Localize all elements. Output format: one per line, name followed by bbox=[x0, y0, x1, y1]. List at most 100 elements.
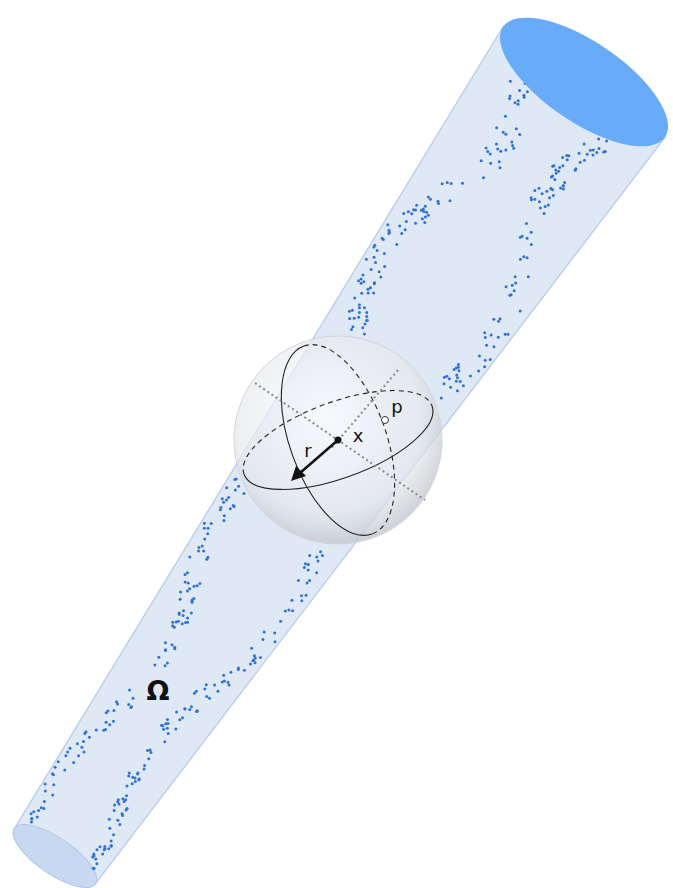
surface-dot bbox=[357, 279, 360, 282]
surface-dot bbox=[526, 256, 529, 259]
surface-dot bbox=[404, 228, 407, 231]
surface-dot bbox=[319, 550, 322, 553]
surface-dot bbox=[502, 131, 505, 134]
surface-dot bbox=[358, 306, 361, 309]
surface-dot bbox=[561, 156, 564, 159]
surface-dot bbox=[469, 374, 472, 377]
surface-dot bbox=[499, 317, 502, 320]
surface-dot bbox=[383, 252, 386, 255]
surface-dot bbox=[203, 522, 206, 525]
surface-dot bbox=[102, 729, 105, 732]
radius-arrow bbox=[300, 440, 338, 473]
surface-dot bbox=[143, 764, 146, 767]
surface-dot bbox=[510, 141, 513, 144]
surface-dot bbox=[445, 375, 448, 378]
surface-dot bbox=[191, 599, 194, 602]
surface-dot bbox=[372, 292, 375, 295]
surface-dot bbox=[171, 621, 174, 624]
surface-dot bbox=[307, 563, 310, 566]
surface-dot bbox=[510, 293, 513, 296]
surface-dot bbox=[499, 150, 502, 153]
surface-dot bbox=[113, 803, 116, 806]
surface-dot bbox=[351, 325, 354, 328]
surface-dot bbox=[605, 140, 608, 143]
surface-dot bbox=[118, 802, 121, 805]
surface-dot bbox=[30, 817, 33, 820]
surface-dot bbox=[448, 199, 451, 202]
sphere-meridian bbox=[281, 346, 372, 535]
surface-dot bbox=[395, 243, 398, 246]
surface-dot bbox=[405, 220, 408, 223]
surface-dot bbox=[410, 212, 413, 215]
surface-dot bbox=[369, 286, 372, 289]
surface-dot bbox=[147, 757, 150, 760]
surface-dot bbox=[112, 709, 115, 712]
surface-dot bbox=[223, 514, 226, 517]
surface-dot bbox=[351, 309, 354, 312]
surface-dot bbox=[170, 643, 173, 646]
surface-dot bbox=[229, 507, 232, 510]
surface-dot bbox=[166, 727, 169, 730]
surface-dot bbox=[485, 147, 488, 150]
surface-dot bbox=[353, 317, 356, 320]
surface-dot bbox=[291, 609, 294, 612]
surface-dot bbox=[128, 772, 131, 775]
surface-dot bbox=[37, 809, 40, 812]
surface-dot bbox=[517, 103, 520, 106]
surface-dot bbox=[553, 178, 556, 181]
surface-dot bbox=[222, 519, 225, 522]
surface-dot bbox=[251, 659, 254, 662]
radius-arrowhead bbox=[291, 466, 306, 481]
surface-dot bbox=[130, 705, 133, 708]
surface-dot bbox=[533, 189, 536, 192]
surface-dot bbox=[227, 496, 230, 499]
surface-dot bbox=[127, 703, 130, 706]
surface-dot bbox=[226, 681, 229, 684]
surface-dot bbox=[365, 311, 368, 314]
surface-dot bbox=[498, 166, 501, 169]
surface-dot bbox=[66, 751, 69, 754]
surface-dot bbox=[303, 566, 306, 569]
surface-dot bbox=[578, 152, 581, 155]
surface-dot bbox=[602, 151, 605, 154]
surface-dot bbox=[589, 149, 592, 152]
surface-dot bbox=[308, 554, 311, 557]
surface-dot bbox=[591, 154, 594, 157]
surface-dot bbox=[525, 222, 528, 225]
surface-dot bbox=[164, 649, 167, 652]
surface-dot bbox=[44, 783, 47, 786]
surface-dot bbox=[441, 182, 444, 185]
surface-dot bbox=[414, 222, 417, 225]
surface-dot bbox=[69, 747, 72, 750]
surface-dot bbox=[184, 707, 187, 710]
surface-dot bbox=[118, 823, 121, 826]
surface-dot bbox=[77, 754, 80, 757]
surface-dot bbox=[366, 319, 369, 322]
surface-dot bbox=[348, 310, 351, 313]
surface-dot bbox=[530, 243, 533, 246]
sphere-equator bbox=[244, 406, 433, 490]
surface-dot bbox=[76, 742, 79, 745]
point-p bbox=[382, 417, 389, 424]
surface-dot bbox=[287, 609, 290, 612]
surface-dot bbox=[538, 187, 541, 190]
surface-dot bbox=[427, 195, 430, 198]
surface-dot bbox=[512, 147, 515, 150]
surface-dot bbox=[583, 143, 586, 146]
surface-dot bbox=[348, 317, 351, 320]
surface-dot bbox=[64, 754, 67, 757]
surface-dot bbox=[54, 766, 57, 769]
surface-dot bbox=[543, 212, 546, 215]
surface-dot bbox=[297, 579, 300, 582]
surface-dot bbox=[98, 845, 101, 848]
surface-dot bbox=[504, 115, 507, 118]
surface-dot bbox=[489, 358, 492, 361]
surface-dot bbox=[518, 133, 521, 136]
surface-dot bbox=[440, 397, 443, 400]
surface-dot bbox=[353, 297, 356, 300]
surface-dot bbox=[182, 614, 185, 617]
surface-dot bbox=[489, 153, 492, 156]
surface-dot bbox=[225, 486, 228, 489]
surface-dot bbox=[110, 840, 113, 843]
surface-dot bbox=[315, 571, 318, 574]
